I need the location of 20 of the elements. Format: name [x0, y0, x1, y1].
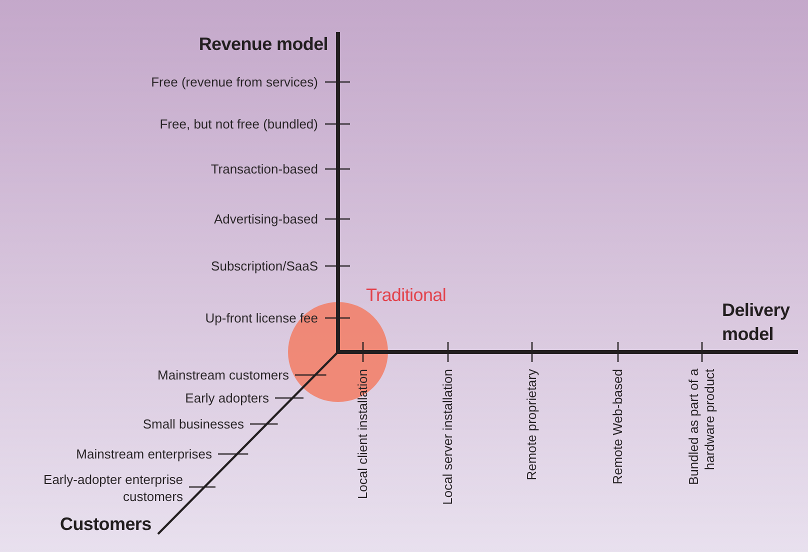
tick-label: Early adopters — [185, 390, 269, 406]
axis-title: Customers — [60, 513, 152, 536]
tick-label: Advertising-based — [214, 210, 318, 228]
tick-label: Local client installation — [355, 369, 371, 500]
region-label: Traditional — [366, 285, 446, 306]
tick-label: Transaction-based — [210, 160, 318, 178]
tick-label: Small businesses — [142, 416, 244, 432]
tick-label: Free (revenue from services) — [151, 74, 318, 90]
tick-label: Free, but not free (bundled) — [160, 116, 318, 132]
tick-label: Subscription/SaaS — [211, 258, 318, 274]
tick-label: Early-adopter enterprise customers — [42, 471, 183, 505]
tick-label: Remote Web-based — [610, 369, 626, 484]
axis-title: Revenue model — [198, 33, 328, 56]
tick-label: Local server installation — [440, 369, 456, 505]
tick-label: Mainstream enterprises — [76, 446, 212, 462]
axis-title: Delivery model — [722, 299, 791, 346]
tick-label: Remote proprietary — [524, 369, 540, 480]
tick-label: Bundled as part of a hardware product — [686, 369, 718, 488]
tick-label: Mainstream customers — [158, 366, 289, 384]
tick-label: Up-front license fee — [205, 310, 318, 326]
